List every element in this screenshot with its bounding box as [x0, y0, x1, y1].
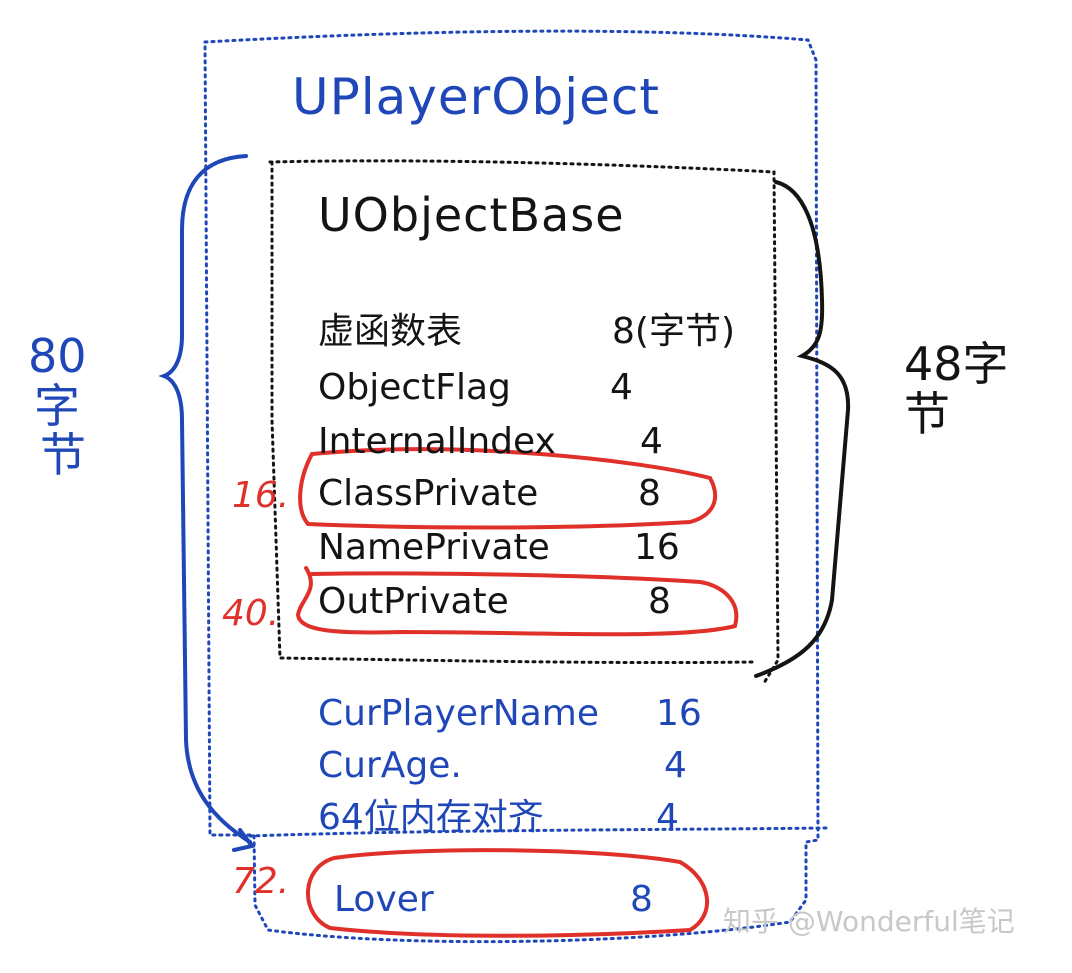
base-field-row: ClassPrivate 8: [318, 476, 778, 516]
base-field-row: 虚函数表 8(字节): [318, 314, 778, 354]
left-brace: [158, 154, 252, 844]
field-size: 4: [656, 797, 679, 838]
field-name: InternalIndex: [318, 421, 556, 462]
classprivate-highlight: [298, 447, 718, 530]
left-label-line: 节: [40, 428, 86, 483]
left-brace-arrow: [232, 828, 256, 852]
base-field-row: InternalIndex 4: [318, 424, 778, 464]
left-label-line: 字: [34, 378, 80, 433]
field-name: ObjectFlag: [318, 367, 511, 408]
lover-separator: [248, 826, 830, 838]
field-name: NamePrivate: [318, 527, 550, 568]
right-label-line: 节: [904, 386, 950, 441]
base-field-row: OutPrivate 8: [318, 584, 778, 624]
watermark: 知乎 @Wonderful笔记: [723, 905, 1015, 938]
field-size: 8(字节): [612, 311, 735, 352]
field-name: OutPrivate: [318, 581, 509, 622]
field-size: 16: [634, 527, 680, 568]
extra-field-row: Lover 8: [334, 882, 694, 922]
field-size: 8: [630, 879, 653, 920]
field-size: 4: [610, 367, 633, 408]
field-size: 8: [638, 473, 661, 514]
right-label-line: 48字: [904, 337, 1009, 391]
offset-note-classprivate: 16.: [232, 475, 290, 516]
field-name: ClassPrivate: [318, 473, 539, 514]
field-name: 虚函数表: [318, 311, 463, 352]
field-size: 4: [640, 421, 663, 462]
left-label-line: 80: [28, 329, 87, 383]
offset-note-outprivate: 40.: [222, 593, 280, 634]
offset-note-lover: 72.: [232, 861, 290, 902]
field-name: CurPlayerName: [318, 693, 599, 734]
field-name: Lover: [334, 879, 434, 920]
derived-field-row: 64位内存对齐 4: [318, 800, 738, 840]
derived-field-row: CurPlayerName 16: [318, 696, 738, 736]
field-size: 16: [656, 693, 702, 734]
inner-base-box: [268, 159, 780, 685]
derived-field-row: CurAge. 4: [318, 748, 738, 788]
inner-class-title: UObjectBase: [318, 188, 625, 242]
outprivate-highlight: [295, 566, 739, 637]
field-size: 8: [648, 581, 671, 622]
right-base-size-label: 48字 节: [904, 337, 1009, 441]
base-field-row: NamePrivate 16: [318, 530, 778, 570]
field-name: 64位内存对齐: [318, 797, 544, 838]
right-brace: [754, 180, 851, 678]
outer-class-title: UPlayerObject: [292, 68, 661, 126]
left-total-size-label: 80 字 节: [28, 329, 87, 483]
field-name: CurAge.: [318, 745, 462, 786]
field-size: 4: [664, 745, 687, 786]
lover-highlight: [306, 848, 710, 938]
base-field-row: ObjectFlag 4: [318, 370, 778, 410]
